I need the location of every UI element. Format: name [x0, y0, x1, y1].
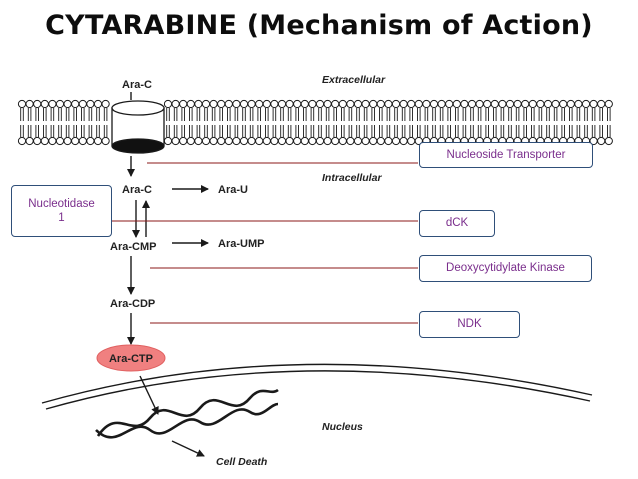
nucleoside-transporter-box: Nucleoside Transporter [419, 142, 593, 168]
ndk-box: NDK [419, 311, 520, 338]
dck-box: dCK [419, 210, 495, 237]
dna-strand-1 [96, 388, 279, 437]
nuclear-membrane-outer [41, 363, 593, 404]
nucleus-label: Nucleus [322, 421, 363, 433]
ara-cdp-label: Ara-CDP [110, 298, 155, 310]
ara-ump-label: Ara-UMP [218, 238, 264, 250]
deoxycytidylate-kinase-box: Deoxycytidylate Kinase [419, 255, 592, 282]
dna-to-cell-death-arrow [171, 440, 205, 457]
ara-c-extracellular-label: Ara-C [122, 79, 152, 91]
page-title: CYTARABINE (Mechanism of Action) [45, 10, 593, 41]
cell-death-label: Cell Death [216, 456, 267, 468]
extracellular-label: Extracellular [322, 74, 386, 86]
nucleotidase-number: 1 [58, 212, 65, 224]
nucleotidase-label: Nucleotidase [28, 197, 95, 210]
ara-cmp-label: Ara-CMP [110, 241, 156, 253]
intracellular-label: Intracellular [322, 172, 382, 184]
ara-ctp-highlight [96, 344, 166, 372]
nucleotidase-1-box: Nucleotidase 1 [11, 185, 112, 237]
ara-c-label: Ara-C [122, 184, 152, 196]
ara-ctp-to-nucleus-arrow [139, 375, 159, 415]
nuclear-membrane-inner [45, 370, 591, 410]
ara-u-label: Ara-U [218, 184, 248, 196]
ara-ctp-label: Ara-CTP [109, 353, 153, 365]
cell-membrane [17, 99, 613, 146]
dna-strand-2 [95, 402, 279, 439]
transporter-channel [111, 100, 165, 154]
